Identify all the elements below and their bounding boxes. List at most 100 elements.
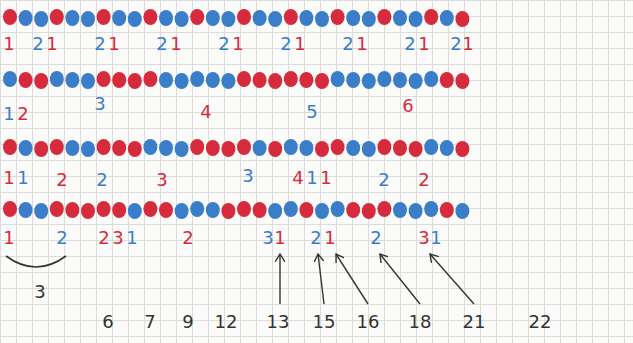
callout-number: 1 <box>462 35 473 53</box>
dot <box>362 203 376 219</box>
dot <box>455 203 469 219</box>
dot <box>377 71 391 87</box>
dot <box>362 11 376 27</box>
callout-number: 1 <box>3 229 14 247</box>
dot <box>97 71 111 87</box>
dot <box>159 10 173 26</box>
dot <box>393 72 407 88</box>
callout-number: 6 <box>102 313 113 331</box>
dot <box>112 202 126 218</box>
dot <box>237 201 251 217</box>
dot <box>206 10 220 26</box>
dot <box>175 73 189 89</box>
dot <box>221 11 235 27</box>
callout-number: 1 <box>3 35 14 53</box>
dot <box>409 73 423 89</box>
callout-number: 22 <box>529 313 552 331</box>
dot <box>237 139 251 155</box>
dot <box>362 73 376 89</box>
dot <box>34 141 48 157</box>
callout-number: 2 <box>56 171 67 189</box>
dot <box>65 140 79 156</box>
dot <box>424 9 438 25</box>
dot <box>190 71 204 87</box>
callout-number: 2 <box>418 171 429 189</box>
callout-number: 1 <box>108 35 119 53</box>
callout-number: 1 <box>46 35 57 53</box>
dot <box>221 203 235 219</box>
dot <box>440 72 454 88</box>
dot <box>50 201 64 217</box>
callout-number: 1 <box>3 105 14 123</box>
callout-number: 1 <box>430 229 441 247</box>
bracket <box>6 256 66 267</box>
dot <box>440 10 454 26</box>
callout-number: 2 <box>342 35 353 53</box>
dot <box>393 202 407 218</box>
dot <box>409 203 423 219</box>
dot <box>331 9 345 25</box>
dot <box>455 11 469 27</box>
dot <box>81 73 95 89</box>
callout-number: 2 <box>218 35 229 53</box>
dot <box>346 10 360 26</box>
callout-number: 2 <box>450 35 461 53</box>
dot <box>377 201 391 217</box>
callout-number: 2 <box>56 229 67 247</box>
callout-number: 1 <box>274 229 285 247</box>
dot <box>299 202 313 218</box>
dot <box>393 10 407 26</box>
dot <box>128 73 142 89</box>
callout-number: 1 <box>294 35 305 53</box>
callout-number: 2 <box>280 35 291 53</box>
callout-number: 9 <box>182 313 193 331</box>
callout-number: 2 <box>94 35 105 53</box>
dot <box>175 141 189 157</box>
callout-number: 2 <box>17 105 28 123</box>
dot <box>346 140 360 156</box>
dot <box>424 71 438 87</box>
dot <box>97 139 111 155</box>
callout-number: 2 <box>32 35 43 53</box>
callout-number: 4 <box>292 169 303 187</box>
dot <box>159 202 173 218</box>
callout-number: 5 <box>306 103 317 121</box>
callout-number: 13 <box>267 313 290 331</box>
dot <box>299 72 313 88</box>
dot <box>440 202 454 218</box>
dot <box>362 141 376 157</box>
dot <box>253 140 267 156</box>
dot <box>112 72 126 88</box>
dot <box>97 201 111 217</box>
callout-number: 1 <box>17 169 28 187</box>
dot <box>65 72 79 88</box>
dot <box>19 72 33 88</box>
dot <box>81 203 95 219</box>
callout-number: 2 <box>370 229 381 247</box>
dot <box>331 139 345 155</box>
dot <box>409 141 423 157</box>
dot <box>143 139 157 155</box>
dot <box>393 140 407 156</box>
dot <box>159 72 173 88</box>
dot <box>315 73 329 89</box>
callout-number: 2 <box>156 35 167 53</box>
dot <box>34 11 48 27</box>
dot <box>206 140 220 156</box>
dot <box>3 71 17 87</box>
dot <box>284 71 298 87</box>
dot <box>346 202 360 218</box>
callout-number: 1 <box>324 229 335 247</box>
dot <box>206 202 220 218</box>
dot <box>377 9 391 25</box>
dot <box>34 203 48 219</box>
dot <box>190 201 204 217</box>
callout-number: 4 <box>200 103 211 121</box>
dot <box>346 72 360 88</box>
dot <box>3 9 17 25</box>
dot <box>50 139 64 155</box>
dot <box>81 11 95 27</box>
dot <box>221 141 235 157</box>
dot <box>19 140 33 156</box>
callout-number: 3 <box>418 229 429 247</box>
